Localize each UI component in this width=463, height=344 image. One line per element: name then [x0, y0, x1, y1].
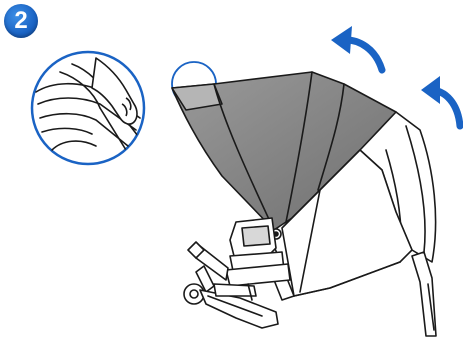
- stroller-canopy-icon: [172, 72, 436, 336]
- curved-arrow-icon: [421, 76, 460, 126]
- curved-arrow-icon: [331, 26, 382, 70]
- magnify-circle-icon: [32, 52, 144, 164]
